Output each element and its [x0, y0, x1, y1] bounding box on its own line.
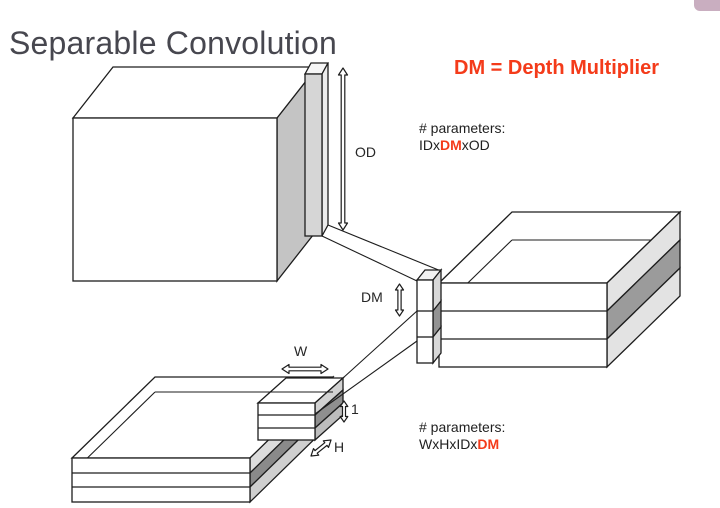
formula-post: xOD — [461, 137, 490, 153]
od-extent-arrow — [337, 67, 349, 231]
dm-dimension-label: DM — [361, 289, 383, 305]
beam-slab-to-column-2 — [327, 224, 442, 272]
params-depthwise: # parameters: WxHxIDxDM — [419, 419, 505, 453]
dm-definition-label: DM = Depth Multiplier — [454, 57, 659, 79]
beam-kernel-to-column-2 — [314, 340, 418, 415]
dm-extent-arrow — [394, 283, 405, 317]
corner-tab-badge — [694, 0, 720, 11]
unit-depth-arrow — [339, 400, 349, 423]
h-dimension-label: H — [334, 439, 345, 455]
w-dimension-label: W — [294, 343, 308, 359]
params-pointwise: # parameters: IDxDMxOD — [419, 120, 505, 154]
filter-slab — [303, 62, 330, 237]
formula-dm: DM — [477, 436, 500, 452]
unit-depth-label: 1 — [351, 401, 359, 417]
dm-column — [415, 268, 443, 365]
params-pointwise-formula: IDxDMxOD — [419, 137, 505, 154]
formula-pre: IDx — [419, 137, 440, 153]
params-depthwise-formula: WxHxIDxDM — [419, 436, 505, 453]
w-extent-arrow — [281, 363, 329, 375]
beam-slab-to-column-1 — [321, 235, 418, 282]
page-title: Separable Convolution — [9, 25, 337, 62]
formula-pre: WxHxIDx — [419, 436, 478, 452]
kernel-box — [256, 376, 345, 442]
h-extent-arrow — [310, 439, 332, 457]
output-stack — [437, 210, 682, 369]
params-pointwise-header: # parameters: — [419, 120, 506, 136]
params-depthwise-header: # parameters: — [419, 419, 506, 435]
formula-dm: DM — [440, 137, 462, 153]
input-cube — [71, 65, 319, 283]
od-dimension-label: OD — [355, 144, 376, 160]
beam-kernel-to-column-1 — [342, 310, 418, 379]
